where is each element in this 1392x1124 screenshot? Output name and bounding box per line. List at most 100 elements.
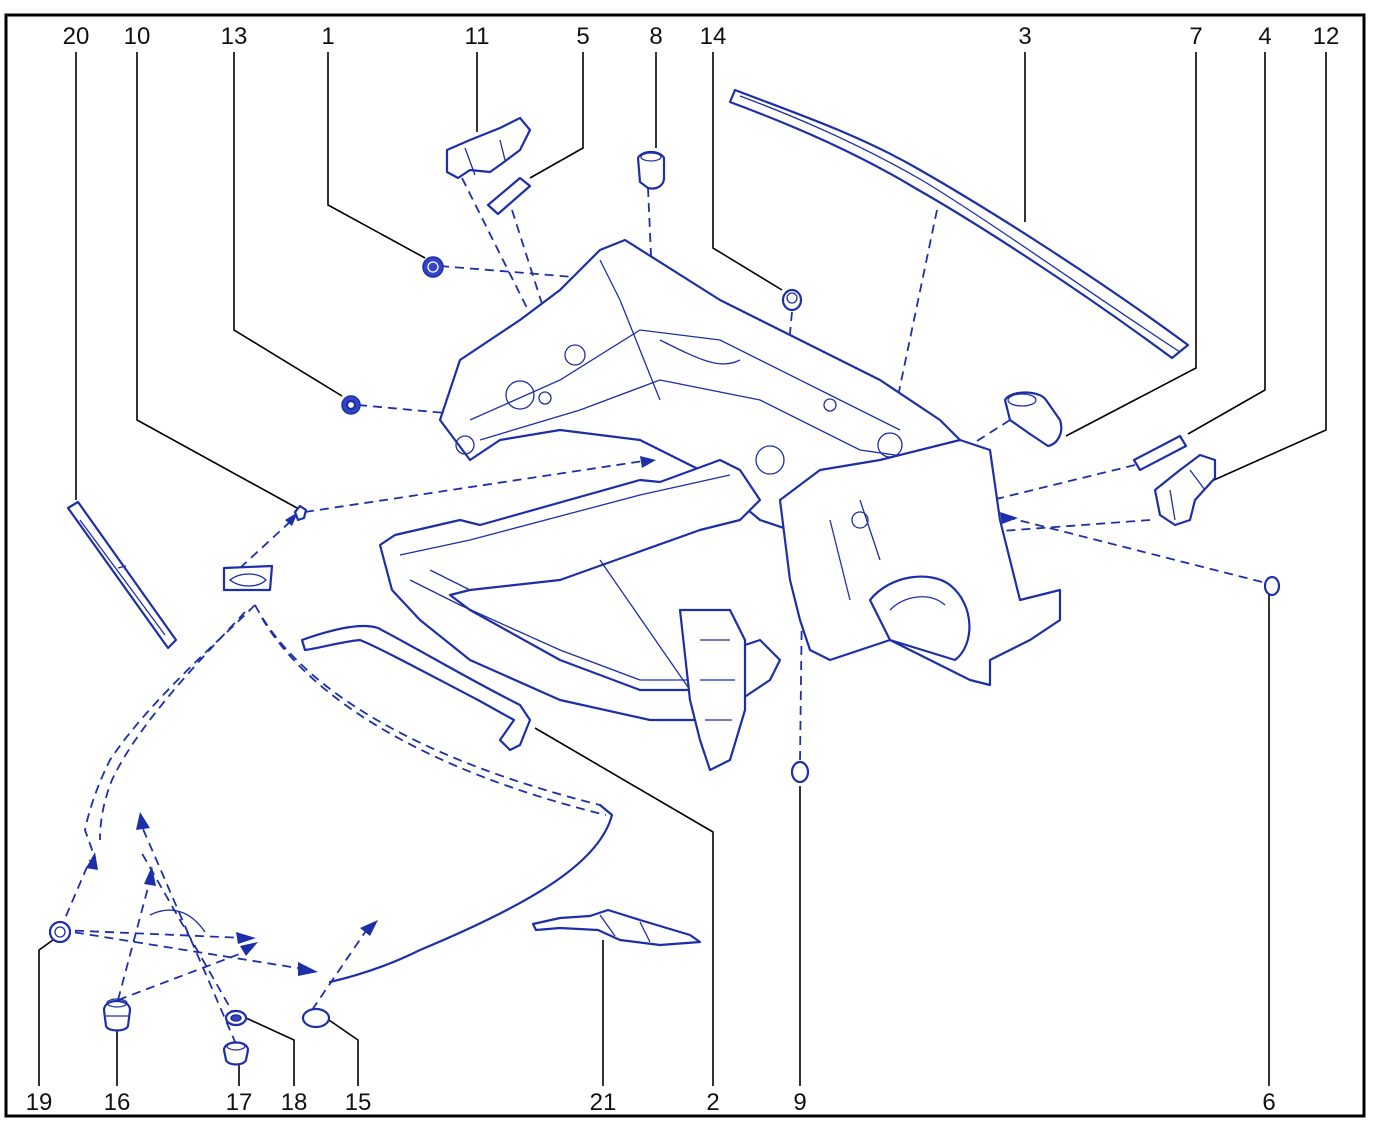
- frame-detail-1: [399, 474, 731, 556]
- part-10-clip: [293, 504, 308, 522]
- part-17-top: [226, 1041, 246, 1051]
- arrow-16b: [240, 942, 258, 956]
- callout-18: 18: [281, 1089, 308, 1116]
- arrow-19c: [298, 962, 318, 976]
- rail-detail: [829, 499, 881, 601]
- hole-3: [823, 398, 837, 412]
- arrow-17: [136, 812, 150, 830]
- hole-2: [538, 391, 552, 405]
- callout-labels: 20 10 13 1 11 5 8 14 3 7 4 12 19 16 17 1…: [26, 23, 1340, 1116]
- part-3-detail: [739, 95, 1181, 353]
- cowl-detail-1: [469, 329, 901, 431]
- part-15-o-ring: [301, 1007, 331, 1029]
- path-10: [304, 459, 651, 513]
- leader-1: [327, 52, 426, 259]
- path-11: [461, 177, 549, 351]
- part-8-duct: [636, 150, 666, 190]
- cowl-detail-4: [659, 339, 741, 365]
- leader-18: [245, 1017, 295, 1086]
- part-14-center: [786, 292, 798, 304]
- leader-4: [1187, 52, 1266, 435]
- callout-14: 14: [700, 23, 727, 50]
- radiator-support-frame: [378, 458, 782, 722]
- part-4-strip: [1132, 434, 1188, 472]
- part-12-detail: [1169, 469, 1206, 521]
- leader-12: [1204, 52, 1327, 485]
- arrow-19b: [236, 932, 256, 944]
- part-21-detail: [599, 914, 651, 943]
- part-8-opening: [640, 152, 662, 162]
- wheel-arch: [868, 575, 971, 662]
- callout-10: 10: [124, 23, 151, 50]
- part-12-bracket: [1153, 453, 1217, 527]
- arrow-15: [360, 920, 378, 936]
- front-body-structure: [378, 238, 1062, 772]
- part-16-top: [106, 998, 128, 1008]
- hood-top-edge-inner: [261, 617, 607, 816]
- leader-14: [712, 52, 783, 291]
- frame-detail-3: [429, 569, 471, 591]
- part-1-center: [427, 261, 439, 273]
- hood-outline: [84, 604, 614, 984]
- callout-16: 16: [104, 1089, 131, 1116]
- part-9-plug: [790, 760, 810, 784]
- hood-front-edge: [328, 803, 614, 984]
- callout-11: 11: [465, 23, 490, 50]
- part-1-grommet: [422, 256, 444, 278]
- callout-6: 6: [1262, 1089, 1275, 1116]
- part-11-body: [445, 116, 532, 180]
- leader-lines: [38, 52, 1327, 1086]
- callout-20: 20: [63, 23, 90, 50]
- callout-2: 2: [706, 1089, 719, 1116]
- path-seal: [239, 519, 293, 569]
- part-3-weatherstrip: [728, 88, 1190, 360]
- part-16-bumper-stop: [102, 998, 132, 1032]
- part-11-detail: [464, 139, 506, 176]
- leader-15: [325, 1017, 359, 1086]
- arrow-6: [1000, 512, 1018, 524]
- leader-13: [233, 52, 343, 397]
- path-16a: [117, 879, 151, 1001]
- wheel-housing: [778, 438, 1062, 687]
- hood-latch-curve: [149, 909, 206, 933]
- path-19a: [59, 859, 91, 931]
- path-19c: [59, 929, 311, 971]
- leg-detail: [700, 639, 735, 721]
- callout-12: 12: [1313, 23, 1340, 50]
- hole-1: [455, 435, 475, 455]
- rail-hole: [851, 511, 869, 529]
- strut-mount-left: [505, 380, 535, 410]
- part-18-center: [230, 1014, 242, 1022]
- callout-3: 3: [1018, 23, 1031, 50]
- part-5-strip: [486, 176, 532, 216]
- arrow-19a: [86, 852, 98, 870]
- path-5: [511, 209, 561, 361]
- part-19-clip: [48, 920, 72, 944]
- callout-19: 19: [26, 1089, 53, 1116]
- callout-9: 9: [793, 1089, 806, 1116]
- callout-17: 17: [226, 1089, 253, 1116]
- wheel-arch-detail: [889, 596, 946, 611]
- hood-top-edge: [254, 604, 601, 806]
- part-7-opening: [1007, 393, 1037, 407]
- part-21-shield: [531, 908, 702, 947]
- cowl-detail-2: [479, 379, 931, 461]
- callout-13: 13: [221, 23, 248, 50]
- path-6: [1009, 517, 1263, 583]
- part-20-detail: [79, 519, 166, 636]
- path-18: [139, 849, 237, 1019]
- cowl-detail-3: [599, 259, 661, 401]
- leader-7: [1065, 52, 1197, 437]
- callout-1: 1: [321, 23, 334, 50]
- path-15: [311, 924, 371, 1011]
- path-19b: [59, 929, 246, 939]
- part-7-duct: [1003, 391, 1063, 448]
- callout-5: 5: [576, 23, 589, 50]
- arrow-10: [640, 456, 656, 468]
- part-13-center: [345, 399, 357, 411]
- gasket-pad-inner: [228, 573, 267, 587]
- part-19-center: [54, 926, 66, 938]
- frame-detail-4: [599, 559, 691, 691]
- leader-2: [534, 727, 714, 1086]
